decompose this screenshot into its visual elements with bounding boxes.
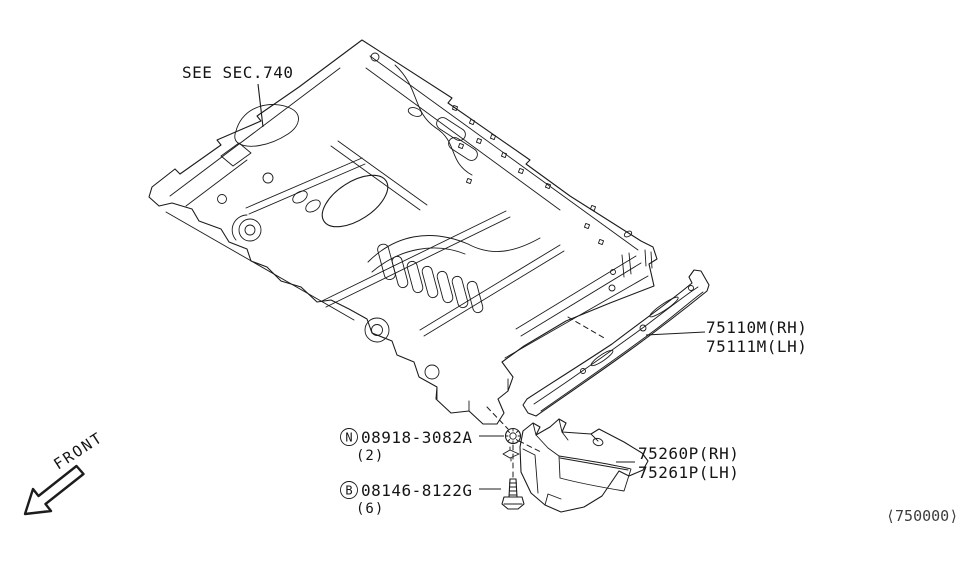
floor-beads: [377, 243, 484, 314]
rail-part-callout[interactable]: 75110M(RH) 75111M(LH): [706, 318, 807, 356]
grommet: [364, 317, 390, 343]
bracket-outline: [519, 418, 649, 513]
sill-rail-drawing: [522, 269, 710, 417]
front-direction-indicator: FRONT: [23, 428, 106, 516]
nut-quantity: (2): [356, 448, 384, 464]
leader-lines: [257, 83, 706, 490]
sill-rail-outline: [522, 269, 710, 417]
floor-panel-outline: [148, 39, 658, 425]
bolt-quantity: (6): [356, 501, 384, 517]
tunnel-opening: [321, 174, 389, 228]
bolt-part-callout[interactable]: B 08146-8122G (6): [340, 481, 473, 517]
bracket-drawing: [519, 418, 649, 513]
nut-part-number: 08918-3082A: [361, 428, 472, 447]
bracket-part-rh: 75260P(RH): [638, 444, 739, 463]
grommet: [231, 214, 262, 242]
nut-drawing: [504, 427, 522, 445]
diagram-code: ⟨750000⟩: [886, 507, 958, 525]
bracket-part-lh: 75261P(LH): [638, 463, 739, 482]
bolt-drawing: [501, 478, 525, 510]
circled-n-letter: N: [345, 431, 352, 445]
washer-drawing: [502, 446, 520, 462]
bracket-part-callout[interactable]: 75260P(RH) 75261P(LH): [638, 444, 739, 482]
assembly-dashed-lines: [486, 316, 607, 479]
rail-part-rh: 75110M(RH): [706, 318, 807, 337]
circled-b-letter: B: [345, 484, 352, 498]
front-arrow-icon: [23, 464, 85, 516]
circled-b-icon: [340, 481, 358, 499]
bolt-holes: [451, 104, 605, 246]
nut-part-callout[interactable]: N 08918-3082A (2): [340, 428, 473, 464]
rail-part-lh: 75111M(LH): [706, 337, 807, 356]
bolt-part-number: 08146-8122G: [361, 481, 472, 500]
circled-n-icon: [340, 428, 358, 446]
see-sec-740-label: SEE SEC.740: [182, 63, 293, 82]
floor-panel-drawing: [148, 39, 658, 425]
